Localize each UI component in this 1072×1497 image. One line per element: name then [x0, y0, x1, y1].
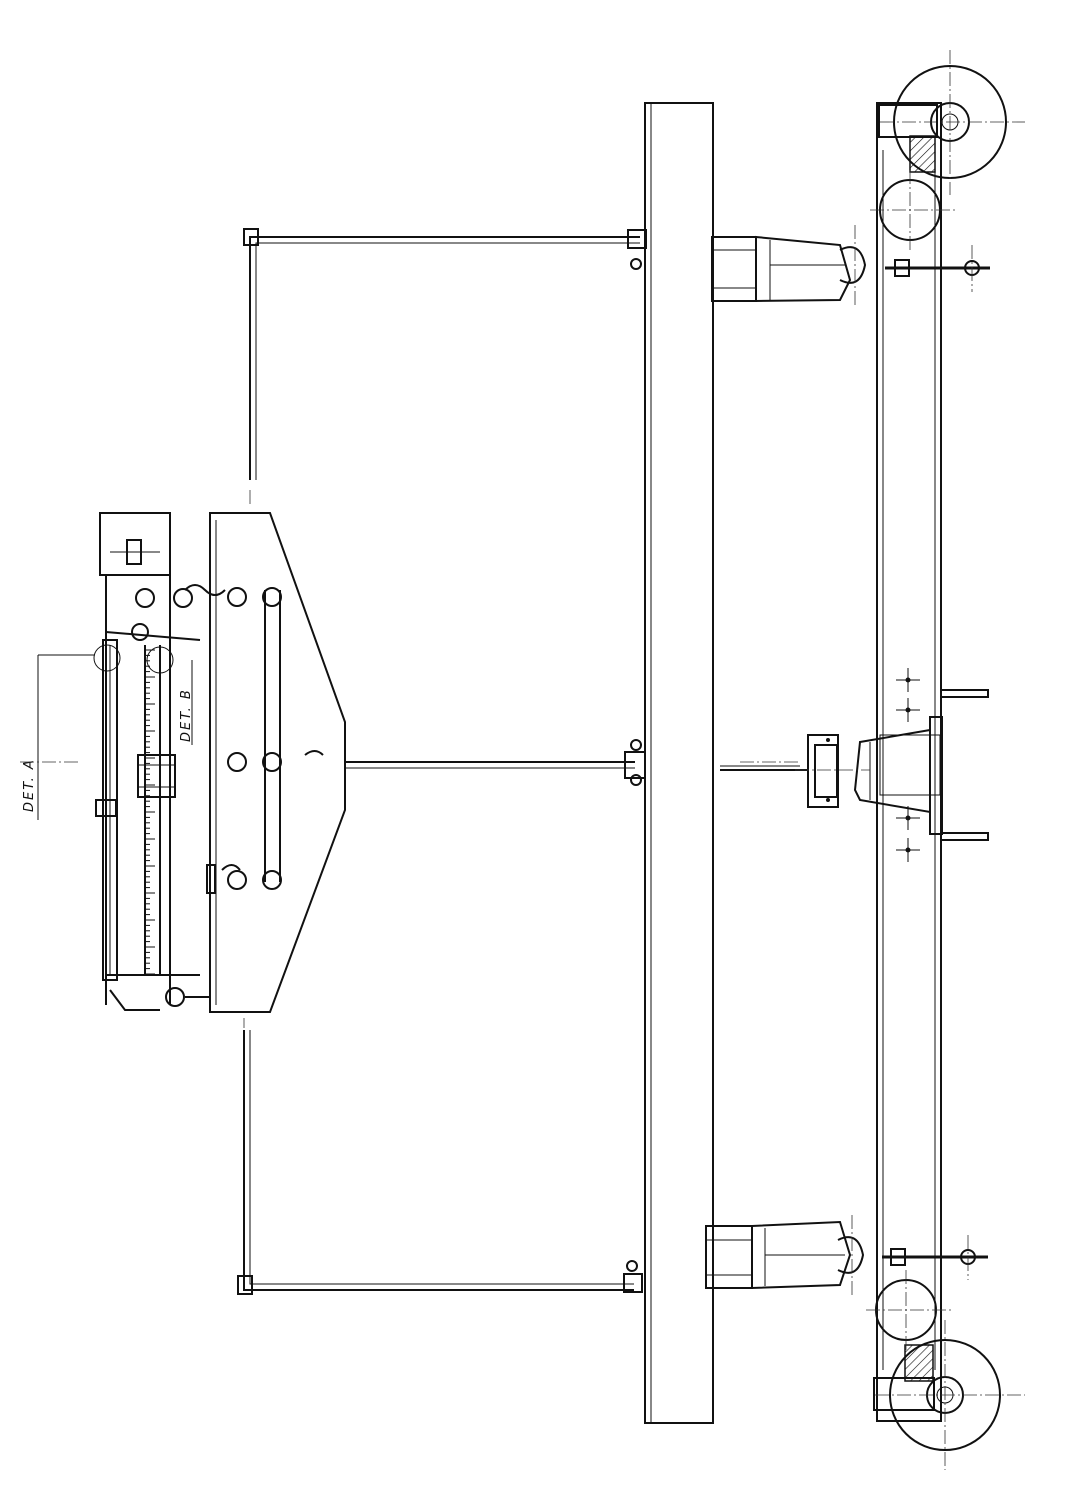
top-roller: [870, 170, 955, 250]
weighing-head: [209, 512, 346, 1013]
head-eyelets: [184, 584, 324, 894]
detail-a-leader: [37, 654, 95, 820]
bottom-adjuster-bolt: [882, 1235, 988, 1280]
pivot-bolts: [826, 668, 920, 862]
bottom-wheel: [873, 1320, 1025, 1470]
top-wheel: [878, 50, 1025, 195]
centre-pivot: [720, 668, 989, 862]
carriage-frame: [876, 102, 942, 1422]
top-support-bracket: [711, 225, 867, 305]
bottom-hanger-rod: [237, 1030, 643, 1295]
bottom-support-bracket: [705, 1215, 865, 1295]
detail-a-label: DET. A: [22, 758, 37, 812]
scale-ticks: [145, 649, 155, 975]
scale-assembly: [93, 512, 210, 1011]
centre-lines: [20, 490, 800, 1028]
centre-hanger-rod: [345, 739, 646, 786]
main-beam: [644, 102, 714, 1424]
bottom-roller: [866, 1270, 951, 1350]
top-hanger-rod: [243, 228, 647, 480]
detail-b-label: DET. B: [179, 688, 194, 742]
top-adjuster-bolt: [885, 245, 990, 292]
